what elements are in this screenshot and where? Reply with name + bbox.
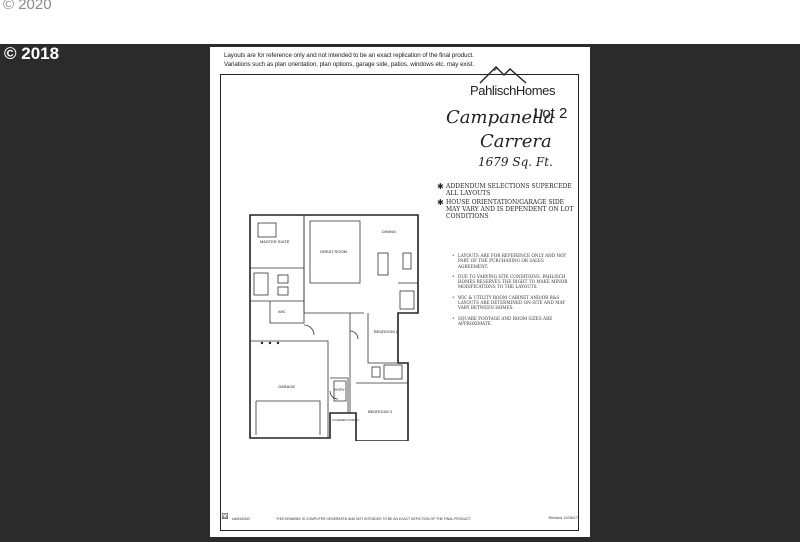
star-notes: ✱ADDENDUM SELECTIONS SUPERCEDE ALL LAYOU… xyxy=(437,182,576,222)
photo-copyright: © 2020 xyxy=(3,0,52,13)
bullet-note: •SQUARE FOOTAGE AND ROOM SIZES ARE APPRO… xyxy=(452,315,553,326)
room-label-dining: DINING xyxy=(382,229,396,234)
bullet-icon: • xyxy=(452,273,455,279)
square-feet: 1679 Sq. Ft. xyxy=(478,155,553,169)
footer-code: sclr8342647 xyxy=(232,517,251,521)
brand-logo: PahlischHomes xyxy=(466,63,576,103)
lot-number: Lot 2 xyxy=(534,105,568,122)
bullet-note: •LAYOUTS ARE FOR REFERENCE ONLY AND NOT … xyxy=(452,253,567,269)
bullet-icon: • xyxy=(452,315,455,321)
plan-border xyxy=(220,74,579,531)
footer-disclaimer: THIS DRAWING IS COMPUTER GENERATED AND N… xyxy=(276,517,472,521)
disclaimer-line-1: Layouts are for reference only and not i… xyxy=(224,52,474,59)
room-label-bedroom-2: BEDROOM 2 xyxy=(374,329,399,334)
asterisk-icon: ✱ xyxy=(437,198,444,207)
room-label-great-room: GREAT ROOM xyxy=(320,249,347,254)
room-label-master-suite: MASTER SUITE xyxy=(260,239,290,244)
copyright-watermark: © 2018 xyxy=(4,44,60,63)
asterisk-icon: ✱ xyxy=(437,182,444,191)
disclaimer-line-2: Variations such as plan orientation, pla… xyxy=(224,61,475,68)
room-label-covered-porch: COVERED PORCH xyxy=(332,418,359,422)
disclaimer: Layouts are for reference only and not i… xyxy=(224,51,484,69)
brand-name: PahlischHomes xyxy=(470,83,556,98)
room-label-wic: WIC xyxy=(278,309,286,314)
equal-housing-icon xyxy=(222,513,228,519)
floor-plan-sheet[interactable]: Layouts are for reference only and not i… xyxy=(210,47,590,537)
community-name: Campanella xyxy=(446,107,555,128)
mountain-logo-icon xyxy=(479,66,527,84)
top-bar: © 2020 xyxy=(0,0,800,44)
floor-plan-drawing: MASTER SUITE GREAT ROOM DINING BEDROOM 2… xyxy=(249,214,419,441)
star-note: ✱HOUSE ORIENTATION/GARAGE SIDE MAY VARY … xyxy=(437,198,574,221)
bullet-note: •DUE TO VARYING SITE CONDITIONS, PAHLISC… xyxy=(452,273,568,290)
star-note: ✱ADDENDUM SELECTIONS SUPERCEDE ALL LAYOU… xyxy=(437,182,572,198)
bullet-icon: • xyxy=(452,253,455,258)
bullet-icon: • xyxy=(452,294,455,300)
bullet-note: •WIC & UTILITY ROOM CABINET AND/OR R&S L… xyxy=(452,294,566,311)
room-label-garage: GARAGE xyxy=(278,384,295,389)
revised-date: Revised 12/08/17 xyxy=(548,516,578,520)
room-label-entry: ENTRY xyxy=(334,388,346,392)
plan-name: Carrera xyxy=(480,131,552,152)
bullet-notes: •LAYOUTS ARE FOR REFERENCE ONLY AND NOT … xyxy=(452,253,568,331)
room-label-bedroom-3: BEDROOM 3 xyxy=(368,409,393,414)
